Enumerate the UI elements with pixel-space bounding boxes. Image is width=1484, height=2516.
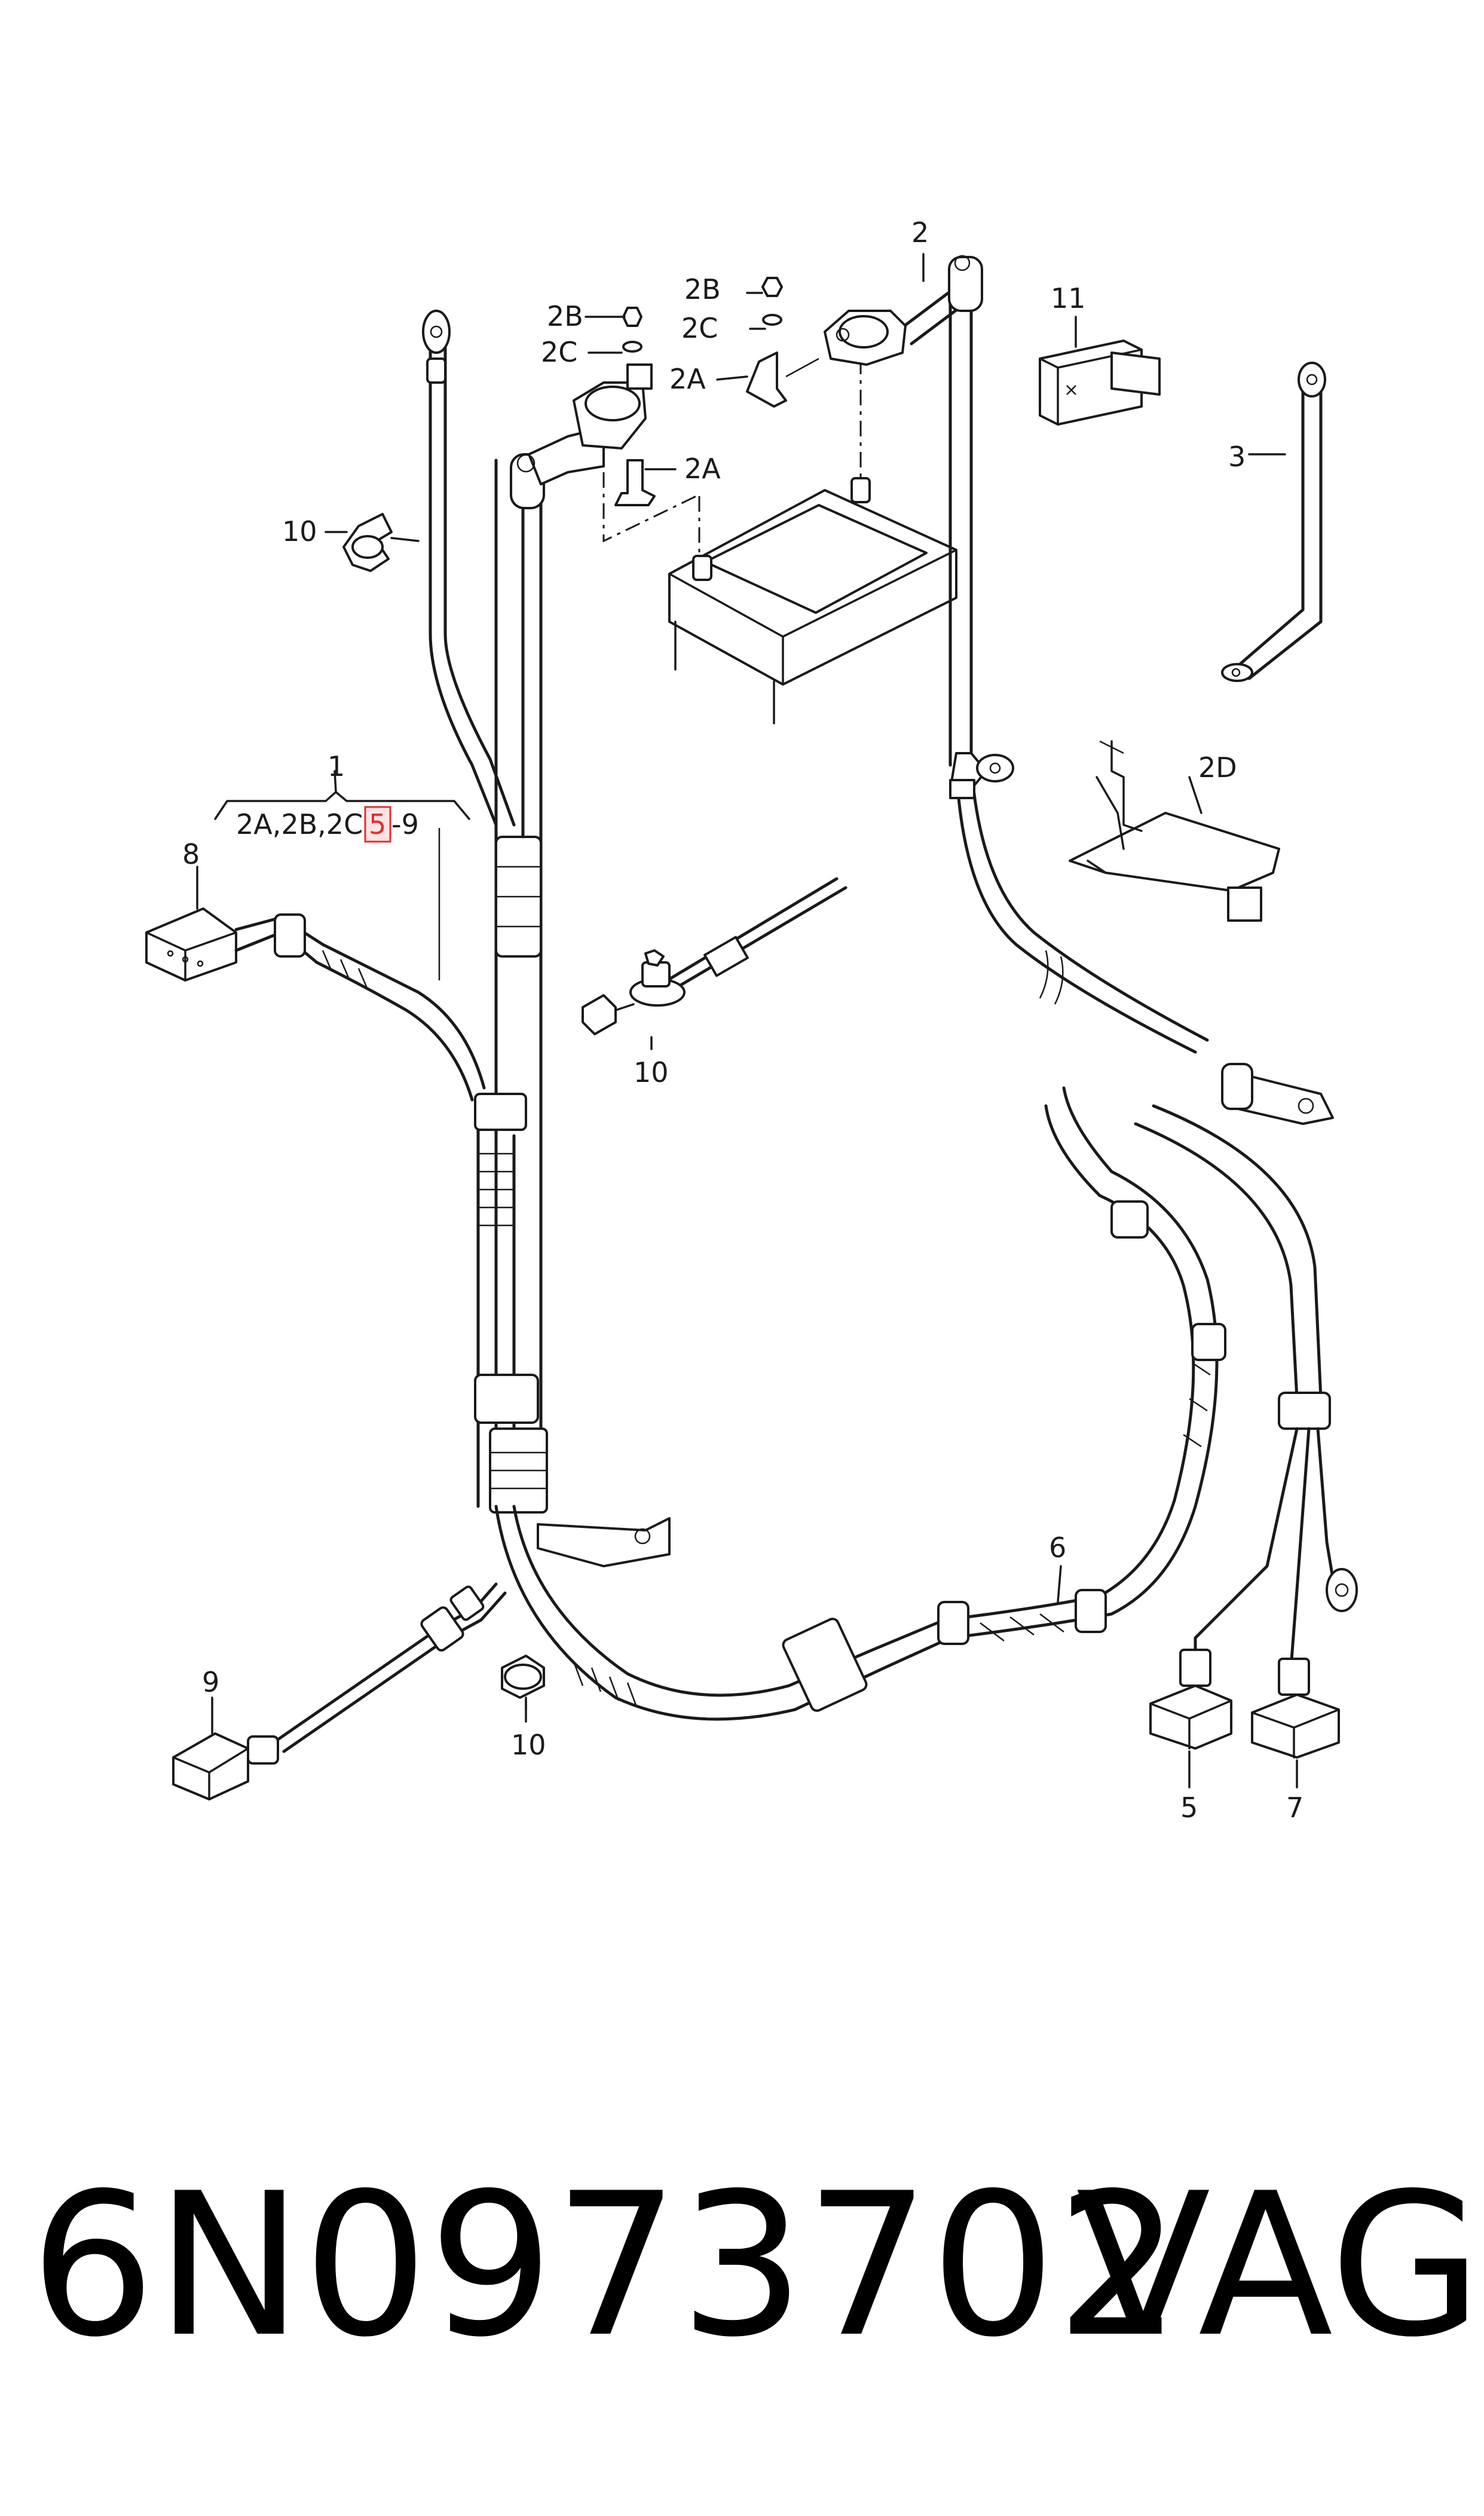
label-1-highlight: 5 (369, 808, 386, 840)
label-11: 11 (1051, 282, 1086, 314)
label-2c-left: 2C (541, 336, 577, 368)
label-1-items-tail: -9 (391, 808, 419, 840)
fuse-holder (1039, 340, 1161, 426)
battery (668, 359, 957, 724)
label-8: 8 (182, 838, 200, 870)
leader-lines (325, 253, 1286, 1723)
label-10-top: 10 (282, 515, 317, 548)
label-1-items: 2A,2B,2C, (236, 808, 372, 840)
brand-name: VAG (1076, 2151, 1483, 2380)
connector-7 (1251, 1693, 1340, 1789)
label-1: 1 (328, 750, 345, 782)
label-10-mid: 10 (634, 1056, 669, 1089)
label-2d: 2D (1198, 751, 1237, 784)
fastener-set-right (746, 277, 819, 408)
main-harness-trunk (474, 453, 548, 1514)
label-10-bottom: 10 (511, 1729, 546, 1761)
label-3: 3 (1228, 441, 1246, 473)
label-2c-right: 2C (681, 312, 718, 344)
label-2a-top: 2A (669, 363, 706, 395)
label-2b-right: 2B (684, 273, 721, 305)
battery-clamp-left (573, 307, 700, 562)
cable-tie (582, 877, 847, 1035)
label-5: 5 (1180, 1792, 1198, 1824)
connector-9 (172, 1582, 507, 1800)
positive-battery-cable (824, 255, 1334, 1125)
upper-left-cable (422, 310, 516, 827)
label-2a-mid: 2A (684, 453, 721, 485)
label-2b-left: 2B (547, 300, 583, 332)
label-7: 7 (1286, 1792, 1304, 1824)
ground-strap (1221, 362, 1326, 682)
clip-bottom (501, 1655, 545, 1711)
right-harness-branch (1134, 1104, 1358, 1696)
label-9: 9 (202, 1666, 219, 1698)
item-1-bracket (214, 770, 470, 980)
connector-5 (1149, 1685, 1232, 1789)
battery-positive-cable (510, 426, 605, 839)
label-2: 2 (911, 216, 929, 249)
lower-harness (494, 1086, 1226, 1721)
highlight-box (364, 806, 391, 843)
clip-top-left (342, 513, 420, 572)
connector-8 (145, 866, 486, 1102)
bracket-2d (1069, 740, 1280, 922)
part-number: 6N0973702 (30, 2151, 1182, 2380)
label-6: 6 (1049, 1531, 1066, 1564)
